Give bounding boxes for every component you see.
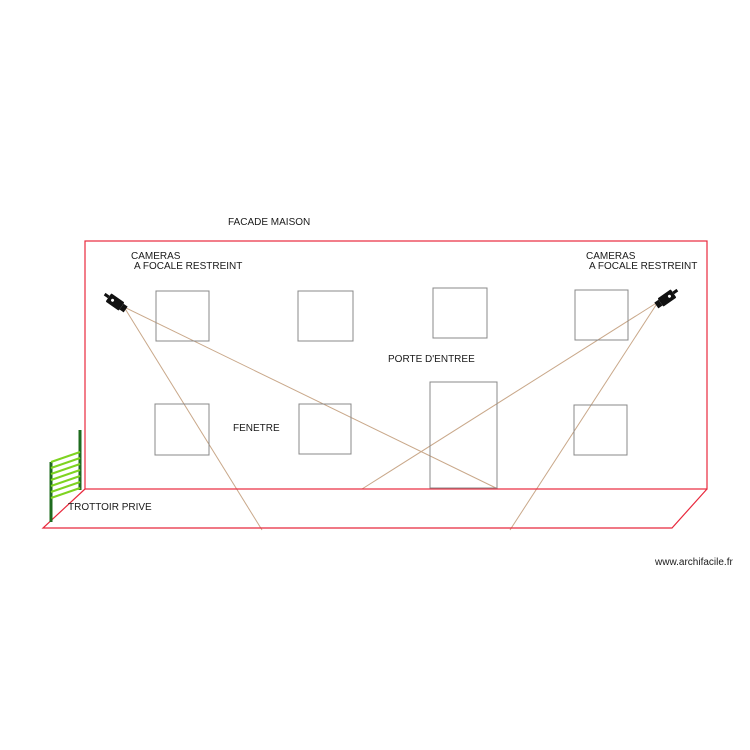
fence-gate-icon bbox=[49, 430, 82, 522]
facade-wall bbox=[84, 240, 708, 490]
camera-sight-lines bbox=[123, 301, 659, 531]
watermark-text: www.archifacile.fr bbox=[655, 557, 733, 568]
front-door bbox=[429, 381, 498, 489]
windows bbox=[154, 287, 629, 456]
sight-line-right-2 bbox=[361, 301, 659, 490]
diagram-title: FACADE MAISON bbox=[228, 217, 311, 228]
window-bottom-1 bbox=[154, 403, 210, 456]
camera-right-icon bbox=[654, 288, 679, 309]
camera-left-label-line2: A FOCALE RESTREINT bbox=[134, 261, 243, 272]
sight-line-right-1 bbox=[509, 301, 659, 531]
sidewalk-label: TROTTOIR PRIVE bbox=[68, 502, 152, 513]
camera-left-label-line1: CAMERAS bbox=[131, 251, 181, 262]
window-top-3 bbox=[432, 287, 488, 339]
door-label: PORTE D'ENTREE bbox=[388, 354, 475, 365]
window-top-1 bbox=[155, 290, 210, 342]
sight-line-left-1 bbox=[123, 306, 263, 531]
window-bottom-2 bbox=[298, 403, 352, 455]
sidewalk-outline bbox=[41, 488, 708, 529]
window-top-2 bbox=[297, 290, 354, 342]
camera-right-label-line2: A FOCALE RESTREINT bbox=[589, 261, 698, 272]
sight-line-left-2 bbox=[123, 306, 499, 490]
window-bottom-4 bbox=[573, 404, 628, 456]
window-label: FENETRE bbox=[233, 423, 280, 434]
window-top-4 bbox=[574, 289, 629, 341]
camera-right-label-line1: CAMERAS bbox=[586, 251, 636, 262]
camera-left-icon bbox=[103, 292, 128, 313]
